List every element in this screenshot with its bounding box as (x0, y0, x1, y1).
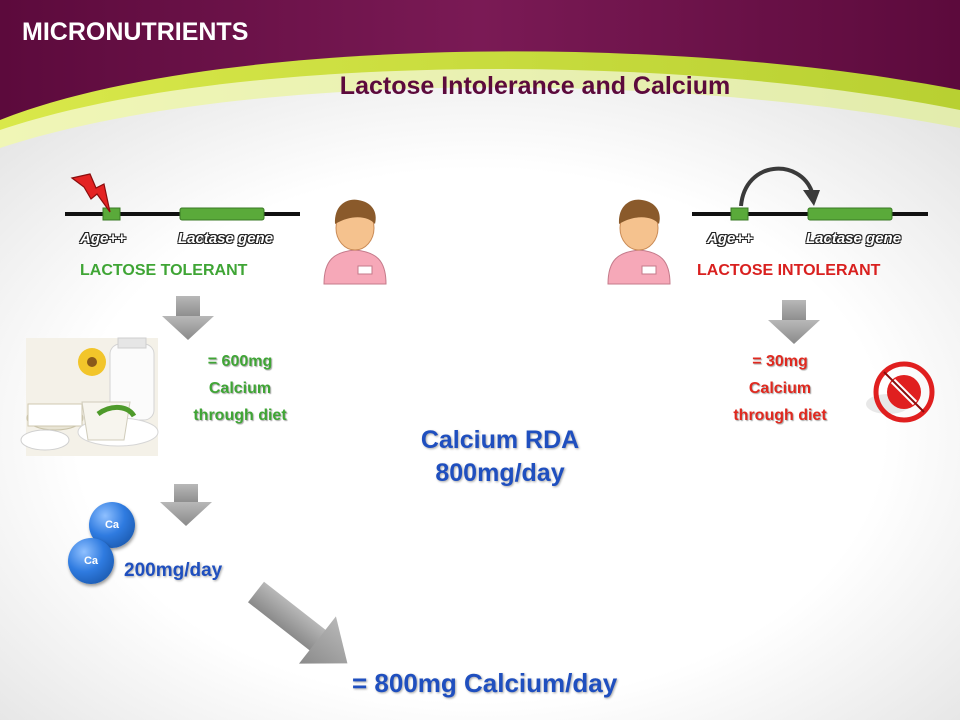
calcium-ball-icon: Ca (68, 538, 114, 584)
tolerant-diet-line3: through diet (193, 407, 287, 424)
down-arrow-icon (162, 296, 214, 340)
slide-title: Lactose Intolerance and Calcium (339, 72, 731, 100)
tolerant-diet-calcium: = 600mg Calcium through diet (160, 348, 320, 429)
left-age-label: Age++ (80, 230, 126, 247)
supplement-amount: 200mg/day (124, 560, 223, 581)
left-lactase-label: Lactase gene (178, 230, 274, 247)
calcium-rda-value: 800mg/day (435, 459, 565, 487)
header-title: MICRONUTRIENTS (22, 18, 249, 46)
intolerant-diet-line3: through diet (733, 407, 827, 424)
calcium-ball-label: Ca (104, 519, 120, 531)
curved-arrow-icon (739, 166, 820, 207)
right-lactase-label: Lactase gene (806, 230, 902, 247)
right-gene-diagram (692, 207, 928, 221)
dairy-products-image (20, 337, 159, 456)
calcium-rda-title: Calcium RDA (420, 426, 580, 454)
lactose-tolerant-label: LACTOSE TOLERANT (80, 262, 248, 279)
lightning-icon (70, 173, 111, 213)
intolerant-diet-line1: = 30mg (752, 353, 808, 370)
total-calcium: = 800mg Calcium/day (352, 668, 618, 698)
lactose-intolerant-label: LACTOSE INTOLERANT (697, 262, 881, 279)
calcium-rda: Calcium RDA 800mg/day (380, 424, 620, 490)
intolerant-diet-calcium: = 30mg Calcium through diet (700, 348, 860, 429)
diagonal-arrow-icon (247, 581, 348, 664)
person-icon (323, 199, 387, 285)
person-icon (607, 199, 671, 285)
down-arrow-icon (768, 300, 820, 344)
tolerant-diet-line1: = 600mg (207, 353, 273, 370)
calcium-ball-label: Ca (83, 555, 99, 567)
left-gene-diagram (65, 207, 300, 221)
no-dairy-icon (866, 361, 935, 423)
intolerant-diet-line2: Calcium (748, 380, 812, 397)
right-age-label: Age++ (707, 230, 753, 247)
down-arrow-icon (160, 484, 212, 526)
tolerant-diet-line2: Calcium (208, 380, 272, 397)
